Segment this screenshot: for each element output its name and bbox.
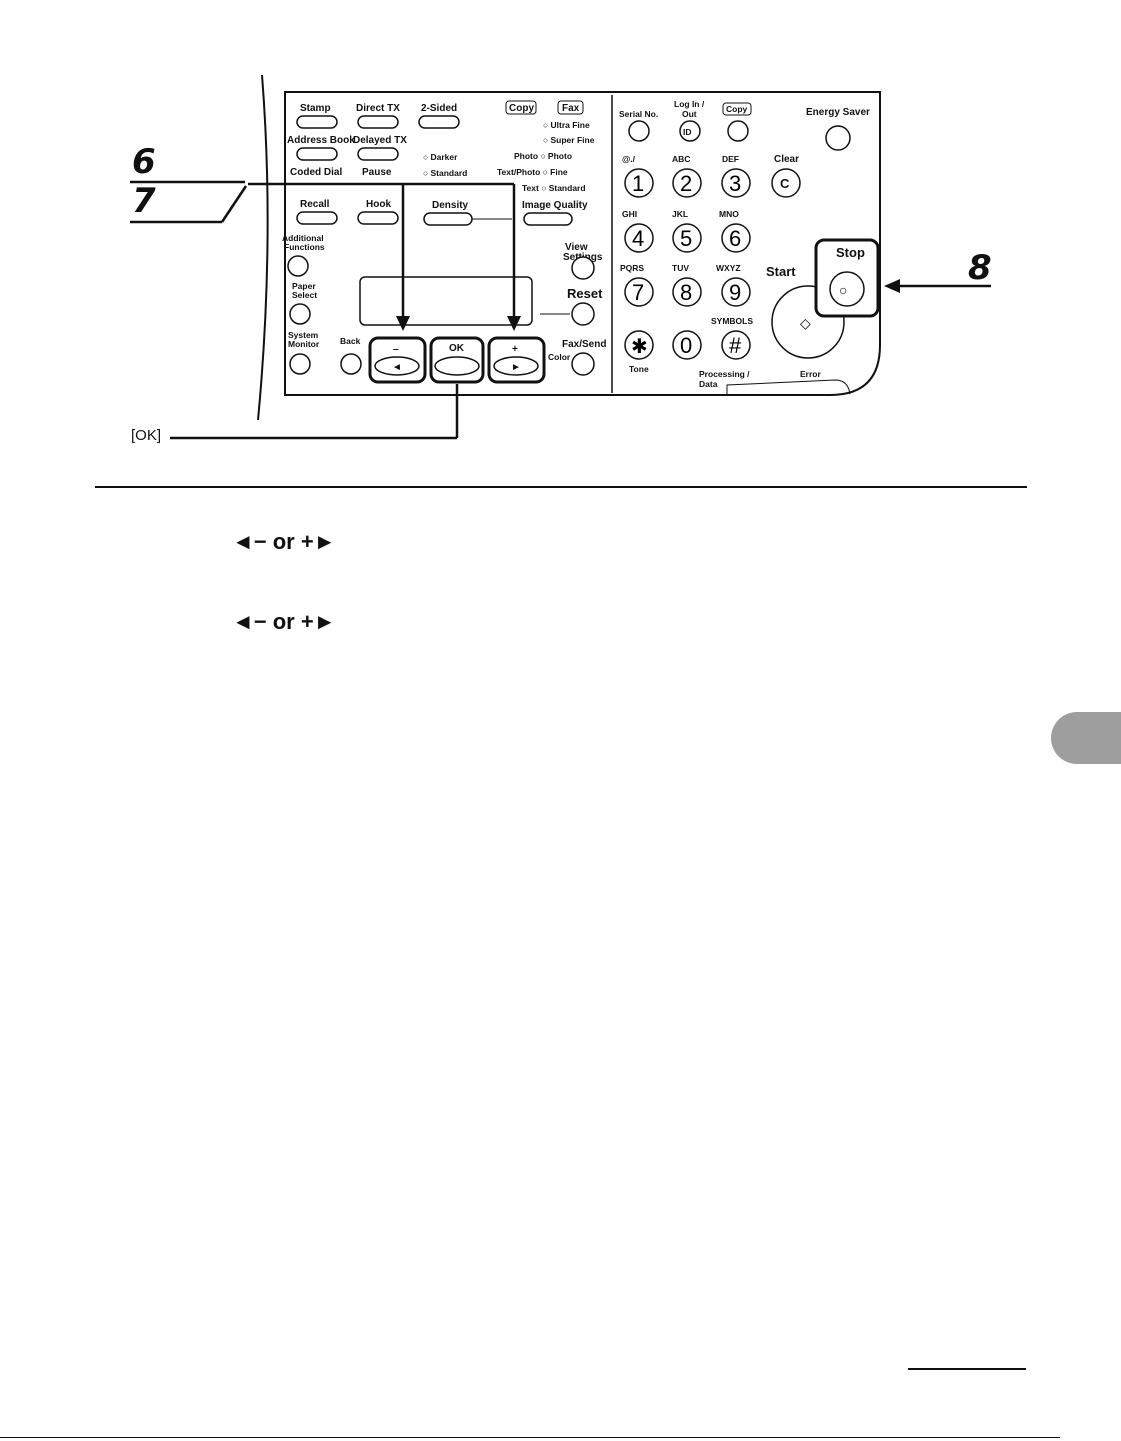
svg-text:PQRS: PQRS bbox=[620, 263, 644, 273]
svg-text:C: C bbox=[780, 176, 790, 191]
svg-text:Start: Start bbox=[766, 264, 796, 279]
svg-text:Select: Select bbox=[292, 290, 317, 300]
left-button-grid: Stamp Direct TX 2-Sided Address Book Del… bbox=[287, 103, 512, 226]
svg-text:○ Ultra Fine: ○ Ultra Fine bbox=[543, 120, 590, 130]
svg-text:0: 0 bbox=[680, 333, 692, 358]
svg-text:Back: Back bbox=[340, 336, 361, 346]
svg-text:Image Quality: Image Quality bbox=[522, 200, 588, 211]
svg-text:○: ○ bbox=[839, 282, 847, 298]
svg-text:Stamp: Stamp bbox=[300, 103, 331, 114]
svg-text:◄: ◄ bbox=[392, 362, 402, 373]
svg-text:Monitor: Monitor bbox=[288, 339, 320, 349]
svg-text:►: ► bbox=[511, 362, 521, 373]
svg-text:MNO: MNO bbox=[719, 209, 739, 219]
svg-text:GHI: GHI bbox=[622, 209, 637, 219]
svg-text:TUV: TUV bbox=[672, 263, 689, 273]
svg-text:+: + bbox=[512, 344, 518, 355]
svg-text:2-Sided: 2-Sided bbox=[421, 103, 457, 114]
section-divider bbox=[95, 486, 1027, 488]
svg-text:1: 1 bbox=[632, 171, 644, 196]
svg-text:Text ○ Standard: Text ○ Standard bbox=[522, 183, 586, 193]
svg-text:Error: Error bbox=[800, 369, 821, 379]
svg-text:○ Standard: ○ Standard bbox=[423, 168, 467, 178]
svg-text:Copy: Copy bbox=[509, 103, 534, 114]
nav-buttons: – ◄ OK + ► Fax/Send Color bbox=[368, 336, 606, 384]
svg-text:7: 7 bbox=[632, 280, 644, 305]
svg-text:System: System bbox=[288, 330, 319, 340]
svg-text:ABC: ABC bbox=[672, 154, 690, 164]
svg-text:6: 6 bbox=[729, 226, 741, 251]
svg-text:2: 2 bbox=[680, 171, 692, 196]
chapter-tab bbox=[1051, 712, 1121, 764]
svg-text:✱: ✱ bbox=[631, 336, 648, 358]
continued-rule bbox=[908, 1368, 1026, 1370]
svg-text:#: # bbox=[729, 333, 742, 358]
svg-text:Data: Data bbox=[699, 379, 718, 389]
svg-text:○ Super Fine: ○ Super Fine bbox=[543, 135, 595, 145]
svg-text:DEF: DEF bbox=[722, 154, 739, 164]
svg-text:–: – bbox=[393, 344, 399, 355]
svg-text:ID: ID bbox=[683, 127, 692, 137]
svg-text:Color: Color bbox=[548, 352, 571, 362]
svg-text:Log In /: Log In / bbox=[674, 99, 705, 109]
svg-text:Density: Density bbox=[432, 200, 469, 211]
svg-text:Address Book: Address Book bbox=[287, 135, 355, 146]
svg-text:Additional: Additional bbox=[282, 233, 324, 243]
svg-text:5: 5 bbox=[680, 226, 692, 251]
instruction-nav-keys-1: ◄− or +► bbox=[232, 529, 336, 554]
svg-text:JKL: JKL bbox=[672, 209, 688, 219]
svg-text:Functions: Functions bbox=[284, 242, 325, 252]
callout-step-7: 7 bbox=[132, 181, 156, 221]
callout-lines bbox=[130, 180, 991, 440]
svg-text:Coded Dial: Coded Dial bbox=[290, 167, 342, 178]
svg-text:Copy: Copy bbox=[726, 104, 748, 114]
svg-text:View: View bbox=[565, 242, 588, 253]
lcd-display bbox=[359, 276, 533, 326]
svg-text:Photo ○ Photo: Photo ○ Photo bbox=[514, 151, 572, 161]
svg-text:Fax/Send: Fax/Send bbox=[562, 339, 606, 350]
svg-text:SYMBOLS: SYMBOLS bbox=[711, 316, 753, 326]
keypad: Serial No. Log In / Out ID Copy Energy S… bbox=[619, 99, 880, 396]
callout-step-8: 8 bbox=[968, 248, 992, 288]
svg-text:◇: ◇ bbox=[800, 315, 811, 331]
svg-text:Delayed TX: Delayed TX bbox=[353, 135, 407, 146]
svg-text:Clear: Clear bbox=[774, 154, 799, 165]
svg-text:8: 8 bbox=[680, 280, 692, 305]
svg-text:Out: Out bbox=[682, 109, 697, 119]
svg-text:Fax: Fax bbox=[562, 103, 580, 114]
svg-text:3: 3 bbox=[729, 171, 741, 196]
svg-text:Pause: Pause bbox=[362, 167, 392, 178]
mode-options: Copy Fax ○ Ultra Fine ○ Super Fine Photo… bbox=[423, 100, 595, 226]
svg-text:Stop: Stop bbox=[836, 245, 865, 260]
svg-text:@./: @./ bbox=[622, 154, 636, 164]
svg-text:9: 9 bbox=[729, 280, 741, 305]
svg-text:Recall: Recall bbox=[300, 199, 330, 210]
svg-text:OK: OK bbox=[449, 343, 465, 354]
svg-text:WXYZ: WXYZ bbox=[716, 263, 741, 273]
callout-ok-label: [OK] bbox=[131, 427, 162, 444]
svg-text:Energy Saver: Energy Saver bbox=[806, 107, 870, 118]
svg-text:Processing /: Processing / bbox=[699, 369, 750, 379]
svg-text:Direct TX: Direct TX bbox=[356, 103, 400, 114]
svg-text:○ Darker: ○ Darker bbox=[423, 152, 458, 162]
svg-text:4: 4 bbox=[632, 226, 644, 251]
svg-text:Tone: Tone bbox=[629, 364, 649, 374]
svg-text:Reset: Reset bbox=[567, 286, 603, 301]
svg-text:Hook: Hook bbox=[366, 199, 391, 210]
svg-text:Text/Photo ○ Fine: Text/Photo ○ Fine bbox=[497, 167, 568, 177]
footer-rule bbox=[0, 1437, 1060, 1438]
svg-text:Paper: Paper bbox=[292, 281, 316, 291]
instruction-nav-keys-2: ◄− or +► bbox=[232, 609, 336, 634]
side-round-buttons: Additional Functions Paper Select System… bbox=[282, 233, 362, 375]
callout-step-6: 6 bbox=[132, 142, 156, 182]
svg-text:Serial No.: Serial No. bbox=[619, 109, 658, 119]
control-panel-illustration: Stamp Direct TX 2-Sided Address Book Del… bbox=[130, 74, 992, 440]
